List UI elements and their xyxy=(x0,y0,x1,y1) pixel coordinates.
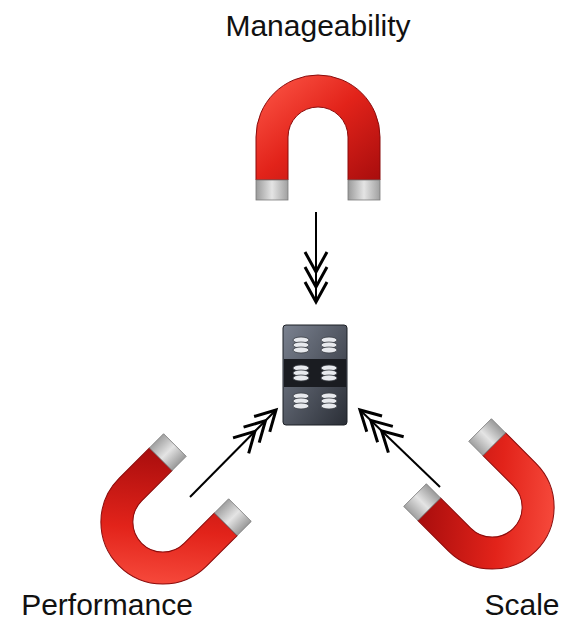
disk-icon xyxy=(321,365,337,381)
magnet-node: Manageability xyxy=(253,75,383,205)
arrow-chevron xyxy=(305,252,327,272)
disk-icon xyxy=(321,393,337,409)
magnet-pole xyxy=(404,484,441,521)
disk-platter xyxy=(293,375,309,381)
magnet-node: Performance xyxy=(100,455,230,585)
magnet-pole xyxy=(149,434,186,471)
storage-server xyxy=(283,325,347,425)
arrow-chevron xyxy=(382,431,404,453)
disk-platter xyxy=(293,403,309,409)
arrow-shaft xyxy=(360,410,440,487)
disk-platter xyxy=(293,347,309,353)
magnet-node: Scale xyxy=(425,440,555,570)
horseshoe-magnet xyxy=(425,440,555,570)
disk-icon xyxy=(293,337,309,353)
magnet-body xyxy=(75,448,237,610)
magnet-pole xyxy=(256,180,288,200)
horseshoe-magnet xyxy=(253,75,383,205)
arrow-shaft xyxy=(190,410,276,497)
magnet-label: Manageability xyxy=(225,9,410,43)
disk-icons xyxy=(293,337,337,409)
horseshoe-magnet xyxy=(100,455,230,585)
disk-icon xyxy=(293,393,309,409)
magnet-body xyxy=(418,433,565,595)
disk-platter xyxy=(321,403,337,409)
disk-icon xyxy=(321,337,337,353)
attraction-arrows xyxy=(190,212,440,497)
disk-platter xyxy=(321,347,337,353)
magnet-pole xyxy=(348,180,380,200)
magnet-label: Performance xyxy=(21,588,193,621)
magnet-pole xyxy=(469,419,506,456)
disk-icon xyxy=(293,365,309,381)
disk-platter xyxy=(321,375,337,381)
magnet-label: Scale xyxy=(484,588,559,621)
server-band xyxy=(284,359,346,387)
server-body xyxy=(283,325,347,425)
magnet-body xyxy=(256,75,380,180)
arrow-chevron xyxy=(233,431,255,453)
magnet-pole xyxy=(214,499,251,536)
